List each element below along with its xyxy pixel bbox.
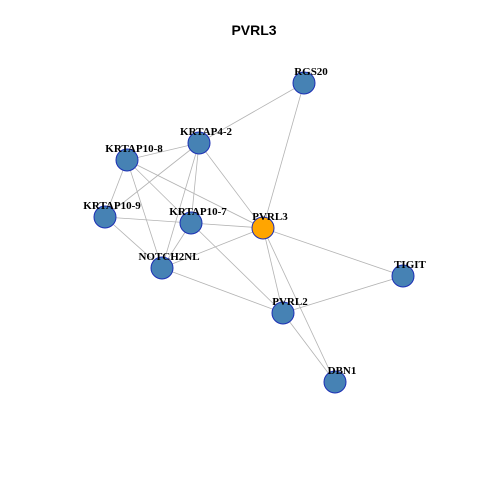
node-circle[interactable]: [271, 301, 295, 325]
node-circle[interactable]: [323, 370, 347, 394]
node-tigit[interactable]: TIGIT: [391, 259, 427, 288]
node-pvrl3[interactable]: PVRL3: [251, 211, 288, 240]
node-circle[interactable]: [391, 264, 415, 288]
node-label: NOTCH2NL: [138, 251, 199, 263]
node-circle[interactable]: [179, 211, 203, 235]
edge-krtap10-8-pvrl3: [126, 159, 264, 229]
edge-notch2nl-pvrl3: [161, 227, 264, 269]
node-krtap10-7[interactable]: KRTAP10-7: [169, 206, 227, 235]
edge-krtap10-8-krtap10-7: [126, 159, 192, 224]
edge-krtap10-7-pvrl3: [190, 222, 264, 229]
edge-krtap4-2-pvrl3: [198, 142, 264, 229]
node-rgs20[interactable]: RGS20: [292, 66, 328, 95]
node-notch2nl[interactable]: NOTCH2NL: [138, 251, 200, 280]
node-label: PVRL3: [252, 211, 288, 223]
edge-krtap4-2-krtap10-9: [104, 142, 200, 218]
node-label: KRTAP10-8: [105, 143, 163, 155]
node-label: KRTAP10-7: [169, 206, 227, 218]
edge-krtap10-7-pvrl2: [190, 222, 284, 314]
edge-krtap4-2-krtap10-7: [190, 142, 200, 224]
node-circle[interactable]: [150, 256, 174, 280]
node-label: DBN1: [328, 365, 357, 377]
node-circle[interactable]: [115, 148, 139, 172]
edge-krtap4-2-notch2nl: [161, 142, 200, 269]
edge-pvrl2-dbn1: [282, 312, 336, 383]
node-label: KRTAP4-2: [180, 126, 232, 138]
node-pvrl2[interactable]: PVRL2: [271, 296, 308, 325]
node-label: PVRL2: [272, 296, 308, 308]
edge-tigit-pvrl2: [282, 275, 404, 314]
edge-pvrl3-pvrl2: [262, 227, 284, 314]
node-dbn1[interactable]: DBN1: [323, 365, 357, 394]
node-label: RGS20: [294, 66, 328, 78]
edge-krtap10-9-notch2nl: [104, 216, 163, 269]
edge-krtap10-9-krtap10-7: [104, 216, 192, 224]
edge-pvrl3-dbn1: [262, 227, 336, 383]
edge-notch2nl-pvrl2: [161, 267, 284, 314]
edge-krtap10-8-notch2nl: [126, 159, 163, 269]
node-krtap10-8[interactable]: KRTAP10-8: [105, 143, 163, 172]
edge-pvrl3-tigit: [262, 227, 404, 277]
diagram-title: PVRL3: [231, 22, 276, 38]
node-circle[interactable]: [93, 205, 117, 229]
node-krtap10-9[interactable]: KRTAP10-9: [83, 200, 141, 229]
edge-rgs20-krtap4-2: [198, 82, 305, 144]
edge-rgs20-pvrl3: [262, 82, 305, 229]
edge-krtap4-2-krtap10-8: [126, 142, 200, 161]
node-circle[interactable]: [251, 216, 275, 240]
node-krtap4-2[interactable]: KRTAP4-2: [180, 126, 232, 155]
node-circle[interactable]: [292, 71, 316, 95]
node-label: TIGIT: [394, 259, 426, 271]
node-circle[interactable]: [187, 131, 211, 155]
node-label: KRTAP10-9: [83, 200, 141, 212]
